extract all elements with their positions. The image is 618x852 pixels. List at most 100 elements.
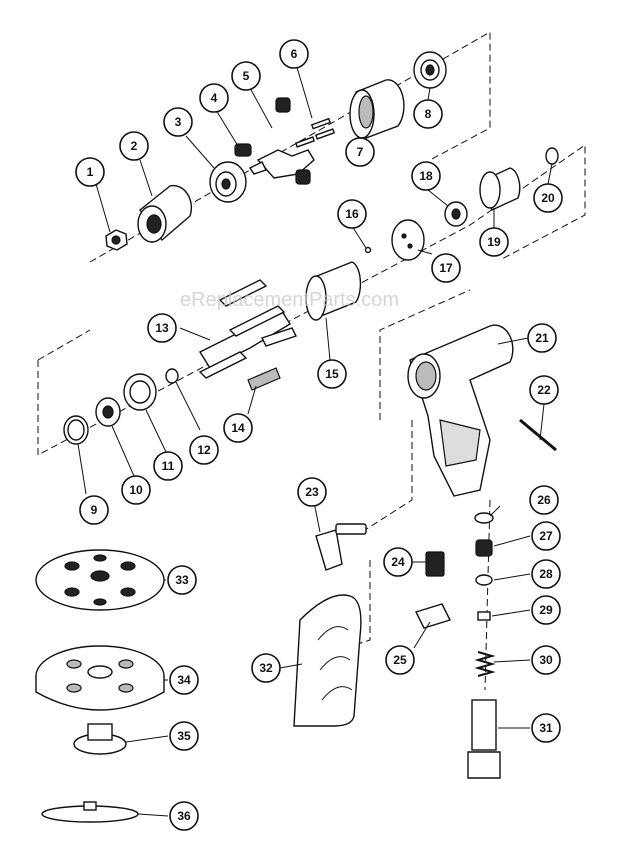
callout-circle [385,645,415,675]
part-18-bearing [444,201,468,227]
callout-30: 30 [531,645,561,675]
callout-5: 5 [231,61,261,91]
callout-circle [169,801,199,831]
callout-number: 15 [325,367,339,381]
callout-number: 2 [131,139,138,153]
trigger-boundary [364,420,413,531]
callout-17: 17 [431,253,461,283]
callout-circle [231,61,261,91]
callout-21: 21 [527,323,557,353]
callout-number: 16 [345,207,359,221]
callout-circle [153,451,183,481]
callout-number: 28 [539,567,553,581]
callout-number: 33 [175,573,189,587]
callout-11: 11 [153,451,183,481]
part-2-collet [137,184,193,243]
callout-number: 27 [539,529,553,543]
callout-number: 1 [87,165,94,179]
callout-number: 5 [243,69,250,83]
callout-circle [169,721,199,751]
callout-number: 12 [197,443,211,457]
part-7-ring-gear [349,79,405,139]
part-33-pad [35,549,165,611]
callout-number: 35 [177,729,191,743]
callout-35: 35 [169,721,199,751]
callout-19: 19 [479,227,509,257]
callout-27: 27 [531,521,561,551]
callout-circle [79,495,109,525]
callout-9: 9 [79,495,109,525]
callout-25: 25 [385,645,415,675]
part-10-bearing [95,397,121,427]
callout-circle [529,485,559,515]
callout-number: 10 [129,483,143,497]
part-19-cap [479,167,521,211]
part-31-inlet [467,699,501,779]
part-26-ring [474,512,494,524]
callout-number: 24 [391,555,405,569]
callout-circle [223,413,253,443]
middle-boundary-left [37,329,91,361]
callout-circle [317,359,347,389]
callout-circle [531,595,561,625]
part-29-valve-stem [477,611,491,621]
callout-12: 12 [189,435,219,465]
callout-number: 3 [175,115,182,129]
callout-32: 32 [251,653,281,683]
callout-circle [119,131,149,161]
callout-16: 16 [337,199,367,229]
callout-7: 7 [345,137,375,167]
callout-circle [431,253,461,283]
housing-boundary [379,289,471,420]
part-17-rear-plate [391,219,425,261]
callout-circle [75,157,105,187]
callout-number: 34 [177,673,191,687]
callout-circle [167,565,197,595]
callout-circle [251,653,281,683]
part-22-rod [519,418,557,452]
callout-6: 6 [279,39,309,69]
callout-circle [531,521,561,551]
callout-3: 3 [163,107,193,137]
callout-labels: 1234567891011121314151617181920212223242… [75,39,563,831]
callout-number: 31 [539,721,553,735]
callout-circle [479,227,509,257]
callout-number: 11 [162,459,175,473]
callout-number: 23 [305,485,319,499]
callout-number: 18 [419,169,433,183]
callout-13: 13 [147,313,177,343]
callout-1: 1 [75,157,105,187]
callout-number: 32 [259,661,273,675]
callout-circle [345,137,375,167]
part-5-carrier [248,97,315,185]
part-21-motor-housing [407,324,514,497]
callout-circle [531,645,561,675]
callout-18: 18 [411,161,441,191]
upper-boundary [89,31,491,263]
callout-number: 26 [537,493,551,507]
callout-circle [163,107,193,137]
part-9-ring [63,415,89,445]
callout-circle [533,183,563,213]
callout-number: 9 [91,503,98,517]
callout-4: 4 [199,83,229,113]
callout-number: 20 [541,191,555,205]
part-11-end-plate [123,373,157,411]
callout-number: 4 [211,91,218,105]
part-15-cylinder [305,261,362,321]
callout-number: 6 [291,47,298,61]
callout-number: 30 [539,653,553,667]
callout-34: 34 [169,665,199,695]
watermark: eReplacementParts.com [180,289,399,311]
part-36-disc [41,801,139,823]
callout-circle [531,713,561,743]
part-13-rotor [198,279,297,391]
callout-circle [383,547,413,577]
callout-15: 15 [317,359,347,389]
callout-28: 28 [531,559,561,589]
part-35-hub [73,723,127,755]
callout-14: 14 [223,413,253,443]
part-27-bushing [475,539,493,557]
callout-circle [529,375,559,405]
